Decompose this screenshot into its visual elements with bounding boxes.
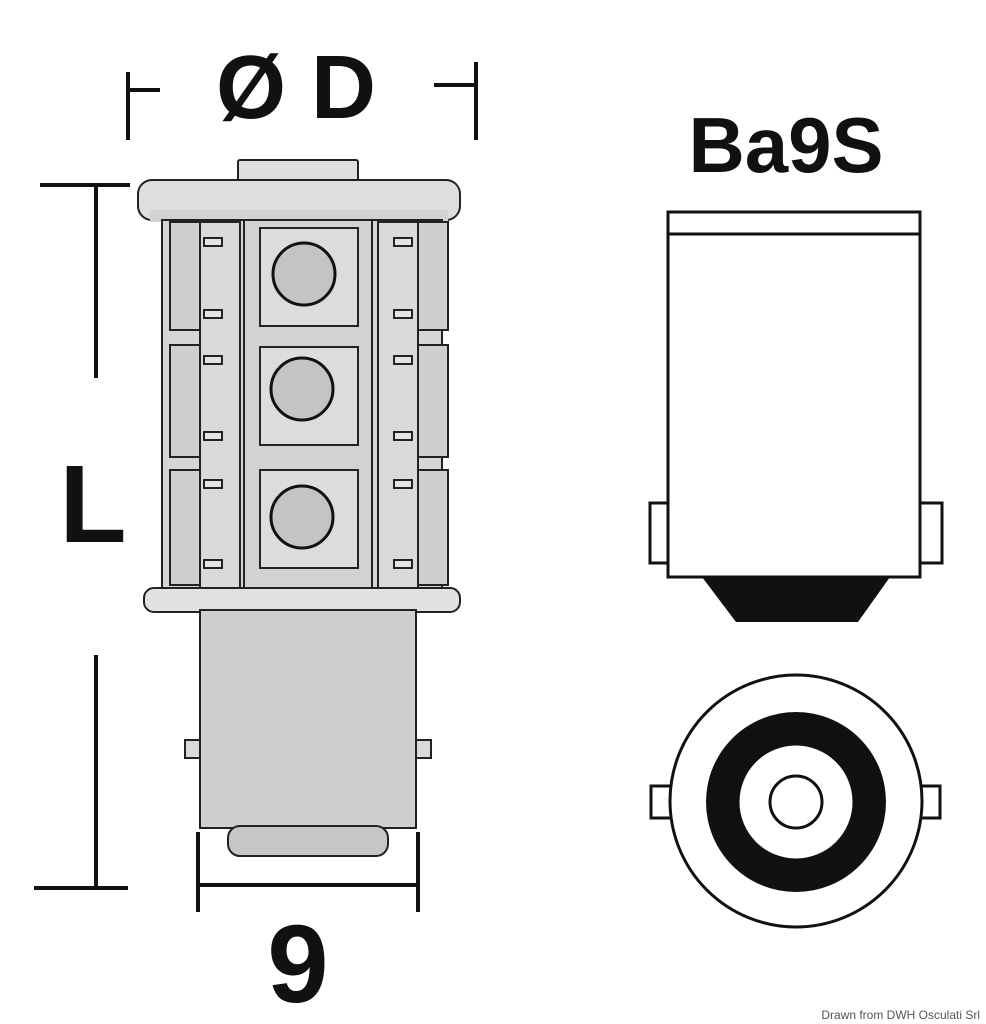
ba9s-contact-tip <box>702 577 890 622</box>
ba9s-side-view: Ba9S <box>648 101 944 622</box>
left-led-panel-2 <box>169 344 201 458</box>
base-type-label: Ba9S <box>688 101 883 189</box>
right-solder-pads <box>393 237 413 569</box>
left-strip <box>199 221 241 593</box>
ba9s-right-pin <box>918 501 944 565</box>
right-led-panel-3 <box>417 469 449 586</box>
led-bulb <box>137 159 461 857</box>
base-width-label: 9 <box>267 903 328 1024</box>
center-led-2 <box>269 356 335 422</box>
left-led-column <box>169 221 241 593</box>
bulb-base-tip <box>227 825 389 857</box>
diameter-dimension: Ø D <box>126 38 478 140</box>
diameter-label: Ø D <box>216 38 376 138</box>
length-label: L <box>59 443 126 566</box>
right-led-panel-1 <box>417 221 449 331</box>
bulb-metal-base <box>199 609 417 829</box>
left-led-panel-3 <box>169 469 201 586</box>
credit-text: Drawn from DWH Osculati Srl <box>821 1008 980 1022</box>
length-dimension: L <box>34 183 130 890</box>
left-led-panel-1 <box>169 221 201 331</box>
center-led-3 <box>269 484 335 550</box>
right-strip <box>377 221 419 593</box>
center-led-1 <box>271 241 337 307</box>
right-led-panel-2 <box>417 344 449 458</box>
bulb-bottom-flange <box>143 587 461 613</box>
ba9s-body <box>666 210 922 579</box>
ba9s-bottom-contact-center <box>768 774 824 830</box>
right-led-column <box>377 221 449 593</box>
ba9s-bottom-view <box>649 673 942 929</box>
bulb-base-right-pin <box>415 739 432 759</box>
bulb-base-left-pin <box>184 739 201 759</box>
base-width-dimension: 9 <box>196 832 420 1024</box>
ba9s-left-pin <box>648 501 670 565</box>
left-solder-pads <box>203 237 223 569</box>
